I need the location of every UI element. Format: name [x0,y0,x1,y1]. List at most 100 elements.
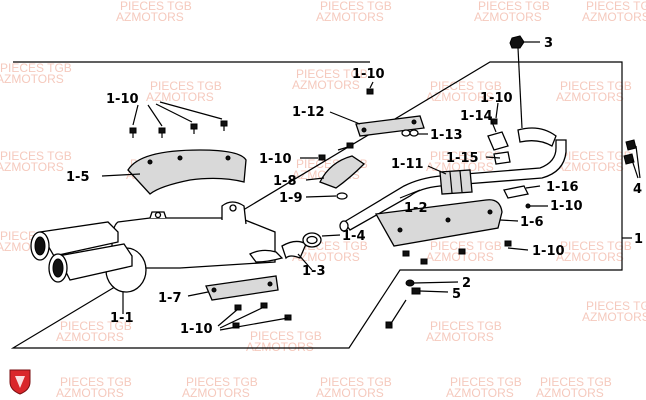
svg-text:AZMOTORS: AZMOTORS [182,386,250,400]
svg-text:AZMOTORS: AZMOTORS [426,330,494,344]
svg-text:AZMOTORS: AZMOTORS [426,250,494,264]
svg-text:AZMOTORS: AZMOTORS [0,160,64,174]
label-2: 2 [462,276,471,291]
svg-text:PIECES TGB: PIECES TGB [60,319,132,333]
label-1-10-right-bottom: 1-10 [532,244,565,259]
bracket-1-16 [503,185,531,209]
svg-text:PIECES TGB: PIECES TGB [430,319,502,333]
screw-group-heat-shield-1-6 [402,240,512,265]
label-1-10-bottom: 1-10 [180,322,213,337]
heat-shield-1-5 [127,149,247,195]
label-1: 1 [634,232,643,247]
svg-text:PIECES TGB: PIECES TGB [560,239,632,253]
svg-text:AZMOTORS: AZMOTORS [56,386,124,400]
label-1-6: 1-6 [520,215,544,230]
label-1-1: 1-1 [110,311,134,326]
svg-text:AZMOTORS: AZMOTORS [556,90,624,104]
svg-text:PIECES TGB: PIECES TGB [320,375,392,389]
label-1-14: 1-14 [460,109,493,124]
assembly-frame [10,61,623,349]
svg-text:AZMOTORS: AZMOTORS [446,386,514,400]
svg-text:AZMOTORS: AZMOTORS [426,90,494,104]
svg-text:PIECES TGB: PIECES TGB [0,149,72,163]
label-1-10-top: 1-10 [352,67,385,82]
gasket-1-3 [281,240,307,260]
leader-lines [101,41,641,331]
heat-shield-1-12 [355,115,425,137]
svg-text:AZMOTORS: AZMOTORS [292,78,360,92]
label-1-9: 1-9 [279,191,303,206]
svg-text:PIECES TGB: PIECES TGB [478,0,550,13]
svg-text:AZMOTORS: AZMOTORS [556,160,624,174]
label-1-10-top-left: 1-10 [106,92,139,107]
label-1-15: 1-15 [446,151,479,166]
label-5: 5 [452,287,461,302]
svg-text:PIECES TGB: PIECES TGB [430,79,502,93]
label-1-13: 1-13 [430,128,463,143]
label-3: 3 [544,36,553,51]
bracket-1-15 [493,151,511,165]
svg-text:AZMOTORS: AZMOTORS [536,386,604,400]
nut-3 [509,35,525,49]
svg-text:PIECES TGB: PIECES TGB [560,79,632,93]
svg-text:PIECES TGB: PIECES TGB [0,61,72,75]
svg-text:PIECES TGB: PIECES TGB [60,375,132,389]
svg-text:PIECES TGB: PIECES TGB [560,149,632,163]
label-1-3: 1-3 [302,264,326,279]
nuts-4 [623,139,637,165]
svg-text:PIECES TGB: PIECES TGB [450,375,522,389]
screw-1-10-right [490,118,498,125]
label-1-10-mid: 1-10 [259,152,292,167]
svg-text:PIECES TGB: PIECES TGB [296,67,368,81]
pipe-clamp-1-11 [439,169,473,195]
exhaust-header-pipe-1-2 [339,127,567,232]
svg-text:AZMOTORS: AZMOTORS [146,90,214,104]
part-labels: 1-10 1-5 1-10 1-1 2 1-13 1-10 1-8 1-9 1-1… [66,36,643,337]
svg-text:PIECES TGB: PIECES TGB [150,79,222,93]
label-1-8: 1-8 [273,174,297,189]
svg-text:PIECES TGB: PIECES TGB [586,0,646,13]
label-1-2: 1-2 [404,201,428,216]
washer-1-13 [401,129,419,137]
label-1-10-right-top: 1-10 [480,91,513,106]
svg-text:AZMOTORS: AZMOTORS [556,250,624,264]
svg-text:PIECES TGB: PIECES TGB [430,239,502,253]
label-1-4: 1-4 [342,229,366,244]
svg-text:AZMOTORS: AZMOTORS [56,330,124,344]
svg-text:AZMOTORS: AZMOTORS [316,386,384,400]
shield-logo-icon [9,369,31,395]
screw-group-bottom [232,302,292,329]
label-1-7: 1-7 [158,291,182,306]
label-1-5: 1-5 [66,170,90,185]
label-1-10-right-mid: 1-10 [550,199,583,214]
svg-text:AZMOTORS: AZMOTORS [316,10,384,24]
label-1-16: 1-16 [546,180,579,195]
svg-text:AZMOTORS: AZMOTORS [582,310,646,324]
svg-text:PIECES TGB: PIECES TGB [120,0,192,13]
clamp-1-4 [302,232,322,248]
svg-text:AZMOTORS: AZMOTORS [246,340,314,354]
screw-1-10-top [366,88,374,95]
svg-text:PIECES TGB: PIECES TGB [320,0,392,13]
